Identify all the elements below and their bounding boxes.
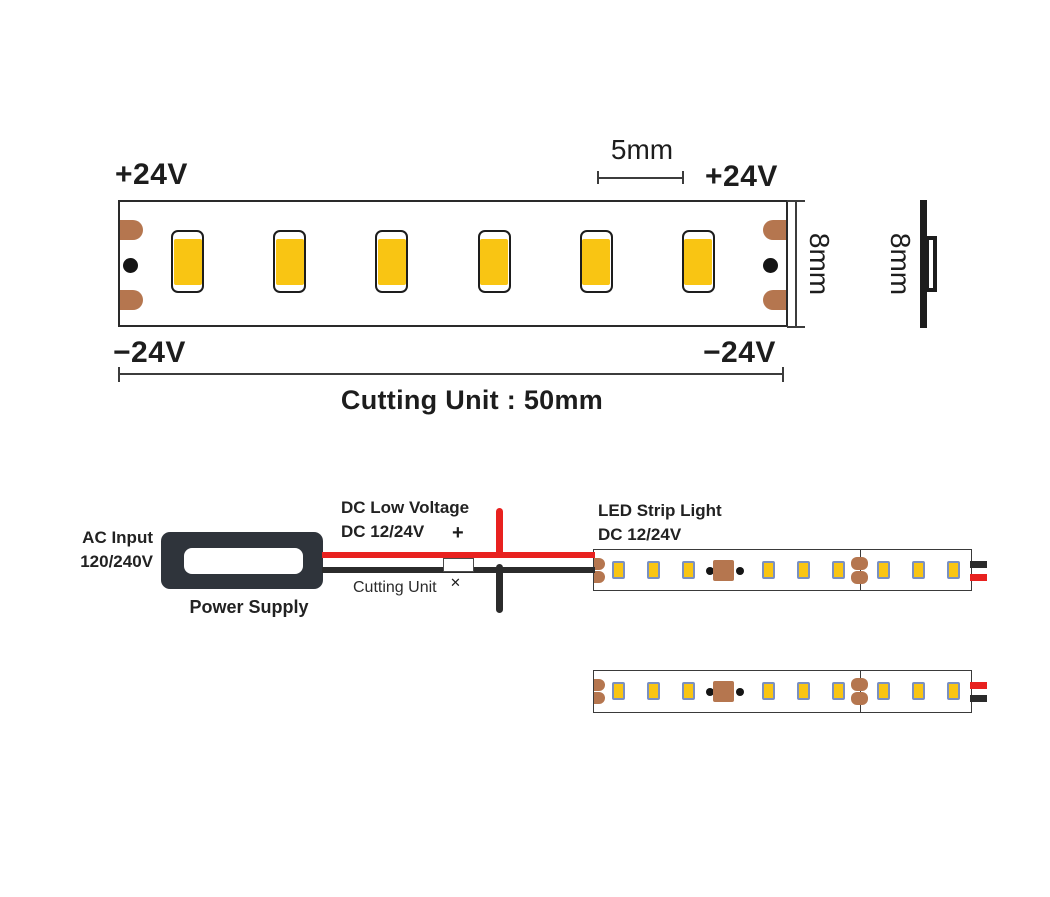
- minus-24v-label-left: −24V: [113, 336, 186, 369]
- ac-voltage-label: 120/240V: [80, 552, 153, 571]
- resistor-chip: [713, 559, 734, 581]
- locator-dot: [706, 567, 714, 575]
- positive-wire-stub: [970, 574, 987, 581]
- led-strip-cut-segment: [593, 670, 987, 713]
- led-chip: [273, 230, 306, 293]
- led-chip: [912, 561, 925, 579]
- led-phosphor: [377, 238, 406, 285]
- positive-wire-junction: [496, 508, 503, 558]
- pitch-dimension-tick-left: [597, 171, 599, 184]
- copper-pad: [763, 290, 786, 310]
- led-phosphor: [582, 238, 610, 285]
- led-chip: [682, 682, 695, 700]
- led-chip: [647, 561, 660, 579]
- led-strip-voltage-label: DC 12/24V: [598, 525, 682, 544]
- led-phosphor: [173, 238, 202, 285]
- positive-wire-stub: [970, 682, 987, 689]
- copper-pad: [120, 290, 143, 310]
- led-chip: [681, 230, 715, 293]
- solder-pad: [594, 571, 605, 583]
- negative-wire-stub: [970, 695, 987, 702]
- locator-dot: [706, 688, 714, 696]
- solder-pad: [851, 678, 868, 691]
- led-chip: [682, 561, 695, 579]
- pitch-dimension-line: [598, 177, 683, 179]
- plus-polarity-marker: +: [452, 522, 464, 544]
- led-chip: [797, 682, 810, 700]
- plus-24v-label-left: +24V: [115, 158, 188, 191]
- led-chip: [912, 682, 925, 700]
- copper-pad: [763, 220, 786, 240]
- led-phosphor: [275, 238, 304, 285]
- led-chip: [877, 682, 890, 700]
- cutting-unit-tick-left: [118, 367, 120, 382]
- led-chip: [877, 561, 890, 579]
- negative-wire-stub: [970, 561, 987, 568]
- solder-pad: [851, 692, 868, 705]
- locator-dot: [736, 688, 744, 696]
- led-chip: [647, 682, 660, 700]
- cutting-unit-label: Cutting Unit: [353, 579, 437, 596]
- led-strip-connected: [593, 549, 987, 591]
- locator-dot: [763, 258, 778, 273]
- led-chip: [171, 230, 204, 293]
- power-supply-window: [184, 548, 303, 574]
- strip-width-dimension-line: [795, 201, 797, 327]
- ac-input-label: AC Input: [82, 528, 153, 547]
- locator-dot: [736, 567, 744, 575]
- strip-width-dimension-cap-top: [787, 200, 805, 202]
- cutting-unit-tick-right: [782, 367, 784, 382]
- led-chip: [832, 682, 845, 700]
- cut-line: [859, 671, 861, 712]
- copper-pad: [120, 220, 143, 240]
- dc-positive-wire: [322, 551, 595, 558]
- led-chip: [797, 561, 810, 579]
- led-phosphor: [480, 238, 508, 285]
- dc-voltage-label: DC 12/24V: [341, 522, 425, 541]
- locator-dot: [122, 258, 138, 273]
- solder-pad: [851, 571, 868, 584]
- led-phosphor: [684, 238, 712, 285]
- solder-pad: [851, 557, 868, 570]
- dc-low-voltage-label: DC Low Voltage: [341, 498, 470, 517]
- solder-pad: [594, 558, 605, 570]
- pitch-dimension-tick-right: [682, 171, 684, 184]
- cutting-unit-50mm-label: Cutting Unit : 50mm: [340, 385, 604, 415]
- led-chip: [762, 561, 775, 579]
- profile-width-label: 8mm: [885, 232, 916, 296]
- strip-profile-pcb: [920, 200, 927, 328]
- led-chip: [375, 230, 408, 293]
- cut-line: [859, 550, 861, 590]
- led-chip: [477, 230, 511, 293]
- plus-24v-label-right: +24V: [705, 160, 778, 193]
- led-strip-light-label: LED Strip Light: [598, 501, 722, 520]
- solder-pad: [594, 679, 605, 691]
- led-chip: [947, 682, 960, 700]
- strip-profile-led: [925, 236, 937, 292]
- negative-wire-junction: [496, 564, 503, 613]
- minus-24v-label-right: −24V: [703, 336, 776, 369]
- solder-pad: [594, 692, 605, 704]
- led-chip: [612, 561, 625, 579]
- strip-width-dimension-cap-bottom: [787, 326, 805, 328]
- led-chip: [832, 561, 845, 579]
- power-supply-label: Power Supply: [189, 597, 309, 617]
- pitch-5mm-label: 5mm: [610, 134, 674, 165]
- scissor-cut-icon: ✕: [450, 575, 461, 590]
- wire-cutting-unit-marker: [443, 557, 474, 572]
- led-chip: [579, 230, 613, 293]
- led-chip: [947, 561, 960, 579]
- cutting-unit-dimension-line: [119, 373, 783, 375]
- resistor-chip: [713, 680, 734, 702]
- led-strip-top-view: [118, 200, 788, 327]
- strip-width-label: 8mm: [804, 232, 835, 296]
- led-chip: [612, 682, 625, 700]
- led-chip: [762, 682, 775, 700]
